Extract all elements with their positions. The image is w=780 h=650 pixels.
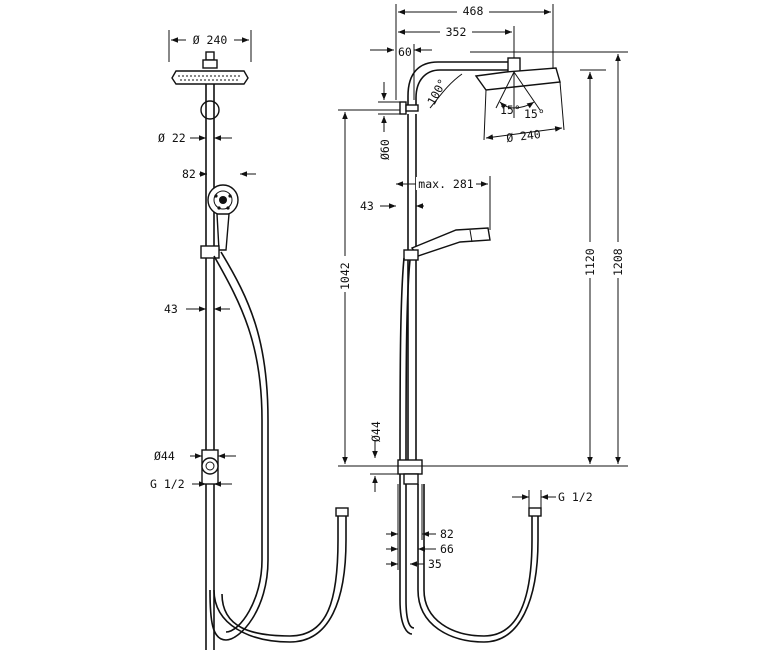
front-thread-label: G 1/2 [150,477,185,491]
front-mixer [201,449,219,485]
side-mixer-width-dimension: 82 [386,484,454,570]
side-head-center-dimension: 352 [398,24,515,60]
side-wall-bracket [399,101,419,115]
side-head-diameter-label: Ø 240 [505,127,541,145]
front-pipe-diameter-dimension: Ø 22 [158,131,232,145]
side-head-center-label: 352 [446,25,467,39]
front-shower-head [171,51,249,85]
side-bar-offset-label: 43 [360,199,374,213]
side-view: 468 352 60 100° [338,4,628,643]
side-head-height-label: 1120 [583,248,597,276]
side-hand-shower [403,227,491,261]
side-arm-reach-label: 468 [463,4,484,18]
side-thread-label: G 1/2 [558,490,593,504]
front-hand-width-label: 82 [182,167,196,181]
side-bracket-diameter-label: Ø60 [378,139,392,160]
side-bar-offset-dimension: 43 [360,199,424,213]
front-wall-bracket [200,100,220,120]
side-arm-angle-label: 100° [424,76,449,107]
front-bar-offset-label: 43 [164,302,178,316]
side-tilt-left-label: 15° [500,103,521,117]
side-hand-reach-dimension: max. 281 [396,176,491,230]
side-bracket-diameter-dimension: Ø60 [378,82,400,160]
front-thread-dimension: G 1/2 [150,477,232,491]
side-pipe-depth-dimension: 35 [386,557,442,571]
side-arm-reach-dimension: 468 [395,4,554,100]
side-pipe-depth-label: 35 [428,557,442,571]
side-mixer [397,459,423,485]
front-mixer-diameter-dimension: Ø44 [154,449,236,463]
front-slider [200,245,220,259]
side-mixer-diameter-dimension: Ø44 [369,421,398,492]
side-head-diameter-dimension: Ø 240 [485,126,563,145]
side-thread-dimension: G 1/2 [512,490,593,508]
side-bar-length-dimension: 1042 [338,112,352,464]
front-hand-width-dimension: 82 [182,167,256,181]
front-pipe-diameter-label: Ø 22 [158,131,186,145]
front-hose [209,251,349,643]
side-mixer-depth-label: 66 [440,542,454,556]
side-hose [399,257,542,643]
side-total-height-dimension: 1208 [611,54,625,464]
side-wall-offset-label: 60 [398,45,412,59]
front-bar-offset-dimension: 43 [164,302,230,316]
side-mixer-width-label: 82 [440,527,454,541]
side-total-height-label: 1208 [611,248,625,276]
front-riser-pipe [205,84,215,650]
side-mixer-diameter-label: Ø44 [369,421,383,442]
side-head-height-dimension: 1120 [583,72,597,464]
front-hand-shower [207,184,239,251]
side-shower-arm [407,61,514,108]
front-head-diameter-dimension: Ø 240 [168,30,252,62]
side-mixer-depth-dimension: 66 [386,542,454,556]
side-shower-head: 15° 15° [474,57,565,141]
side-arm-angle: 100° [424,73,463,109]
side-riser-pipe [407,114,417,460]
front-mixer-diameter-label: Ø44 [154,449,175,463]
side-hand-reach-label: max. 281 [418,177,473,191]
side-bar-length-label: 1042 [338,262,352,290]
front-view: Ø 240 Ø 22 82 [150,30,349,650]
side-wall-offset-dimension: 60 [370,44,432,100]
front-head-diameter-label: Ø 240 [193,33,228,47]
side-tilt-right-label: 15° [524,107,545,121]
